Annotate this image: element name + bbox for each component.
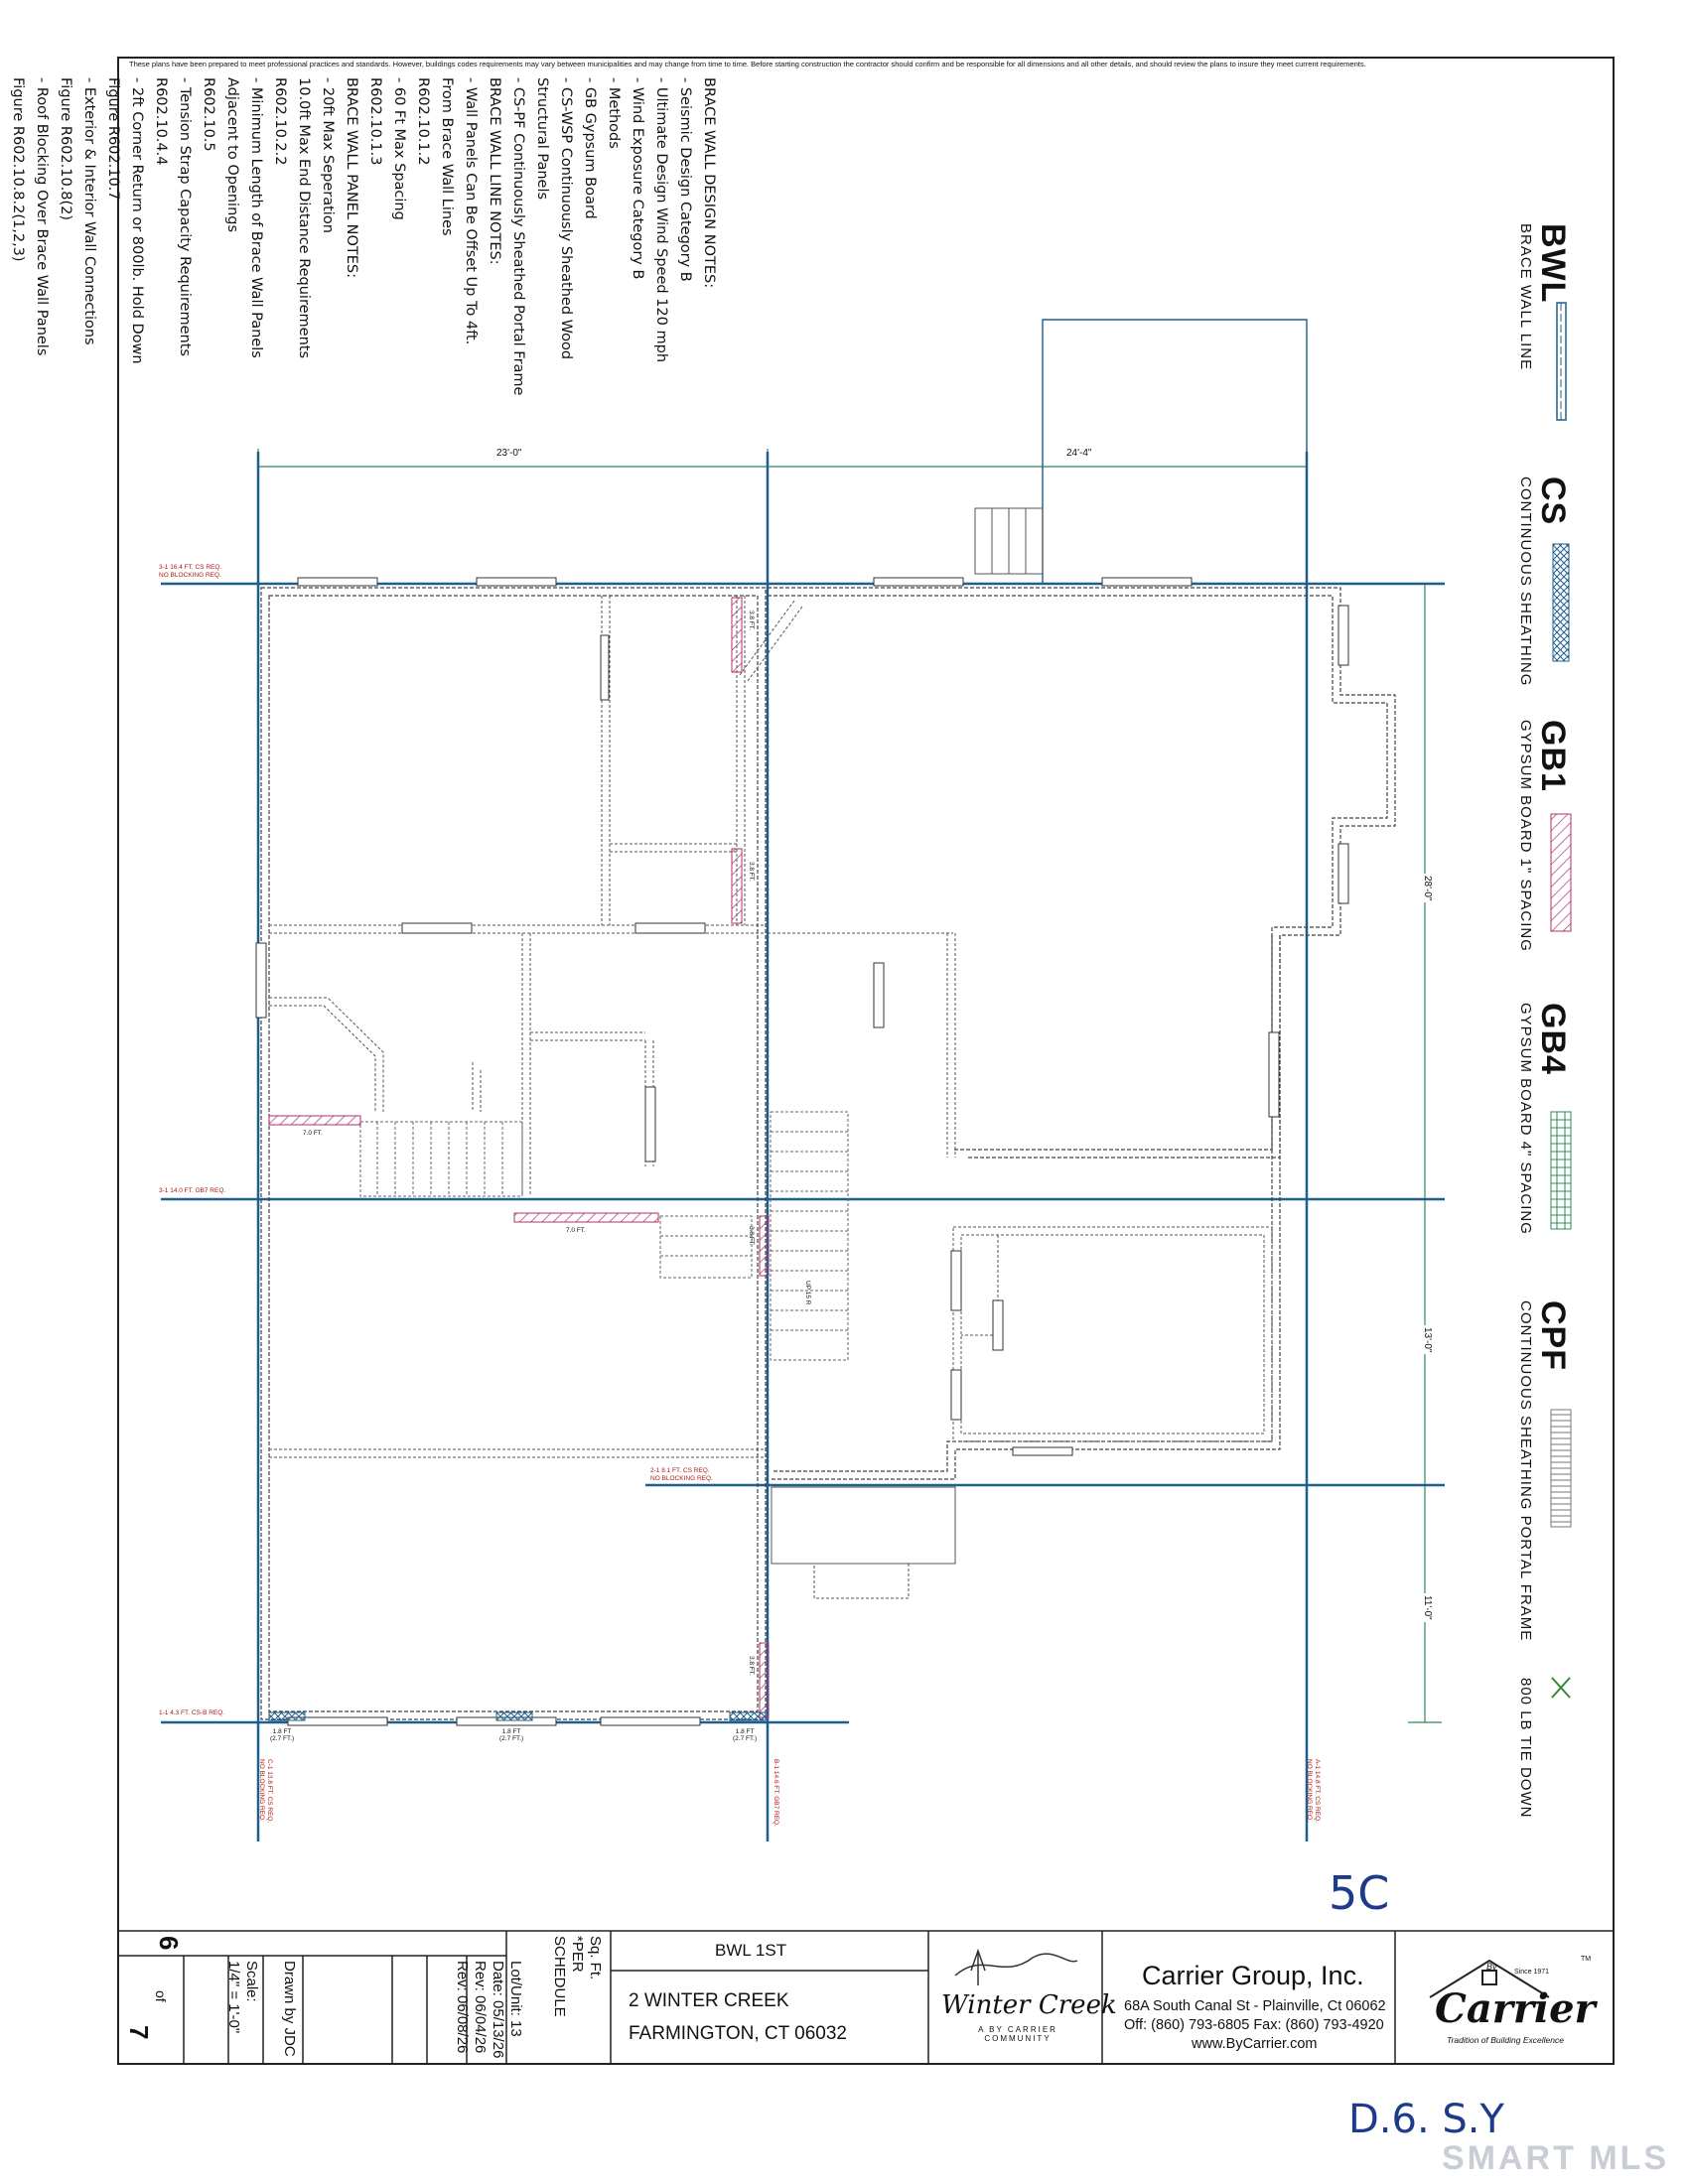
handwritten-mark-5c: 5C xyxy=(1329,1866,1390,1920)
drawn-by: Drawn by JDC xyxy=(281,1961,298,2057)
winter-creek-logo-mark xyxy=(954,1948,1078,1985)
community-logo-text: Winter Creek xyxy=(941,1990,1117,2020)
bottom-length-1-alt: (2.7 FT.) xyxy=(270,1735,295,1742)
sheet-title: BWL 1ST xyxy=(715,1941,787,1960)
legend-swatch-bwl xyxy=(1556,302,1567,421)
revision-1: Rev: 06/04/26 xyxy=(472,1961,489,2054)
dimension-top-left: 23'-0" xyxy=(494,448,524,459)
carrier-logo-tagline: Tradition of Building Excellence xyxy=(1447,2035,1564,2045)
bottom-length-3: 1.8 FT (2.7 FT.) xyxy=(733,1728,757,1742)
bwl-label-3-1-mid: 3-1 14.0 FT. GB7 REQ. xyxy=(159,1187,226,1194)
panel-length-3: 7.0 FT. xyxy=(303,1130,323,1137)
handwritten-initials: D.6. S.Y xyxy=(1348,2097,1504,2142)
company-website: www.ByCarrier.com xyxy=(1192,2036,1318,2052)
community-sub-line-1: A BY CARRIER xyxy=(978,2025,1057,2034)
legend-swatch-cs xyxy=(1552,543,1570,662)
bwl-label-3-1-top-req: 3-1 16.4 FT. CS REQ. xyxy=(159,564,222,571)
company-address: 68A South Canal St - Plainville, Ct 0606… xyxy=(1124,1998,1386,2014)
sqft-per: *PER xyxy=(569,1936,586,1973)
bwl-label-3-1-top-blocking: NO BLOCKING REQ. xyxy=(159,572,221,579)
community-sub-line-2: COMMUNITY xyxy=(984,2034,1052,2043)
sqft-label: Sq. Ft. xyxy=(587,1936,604,1980)
bwl-label-1-1: 1-1 4.3 FT. CS-B REQ. xyxy=(159,1709,225,1716)
bottom-length-1-value: 1.8 FT xyxy=(272,1728,292,1735)
disclaimer-text: These plans have been prepared to meet p… xyxy=(129,60,1366,68)
scale-value: 1/4" = 1'-0" xyxy=(225,1961,242,2034)
carrier-logo-text: Carrier xyxy=(1435,1985,1596,2032)
legend-swatch-tiedown xyxy=(1551,1677,1571,1699)
panel-length-4: 7.0 FT. xyxy=(566,1227,586,1234)
carrier-logo-by: By xyxy=(1486,1962,1497,1972)
bottom-length-3-value: 1.8 FT xyxy=(735,1728,755,1735)
carrier-logo-tm: TM xyxy=(1581,1956,1592,1963)
bottom-length-1: 1.8 FT (2.7 FT.) xyxy=(270,1728,294,1742)
drawing-sheet-border xyxy=(117,57,1615,2065)
sheet-number: 6 xyxy=(154,1936,184,1951)
bwl-label-3-1-top: 3-1 16.4 FT. CS REQ. NO BLOCKING REQ. xyxy=(159,564,221,580)
carrier-logo-since: Since 1971 xyxy=(1514,1969,1550,1976)
sqft-schedule: SCHEDULE xyxy=(551,1936,568,2017)
stairs-main xyxy=(659,1111,849,1361)
deck-steps xyxy=(974,507,1044,575)
scale-label: Scale: xyxy=(243,1961,260,2002)
company-name: Carrier Group, Inc. xyxy=(1142,1961,1364,1990)
window-markers xyxy=(255,577,1349,1726)
stairs-left xyxy=(359,1121,523,1197)
front-porch xyxy=(771,1486,956,1599)
angled-wall xyxy=(739,600,803,682)
braced-wall-panels xyxy=(268,597,770,1721)
drawing-date: Date: 05/13/26 xyxy=(490,1961,506,2059)
address-line-2: FARMINGTON, CT 06032 xyxy=(629,2023,847,2044)
carrier-roof-logo xyxy=(1429,1959,1550,1998)
bwl-label-2-1-req: 2-1 8.1 FT. CS REQ. xyxy=(650,1467,710,1474)
bwl-label-2-1: 2-1 8.1 FT. CS REQ. NO BLOCKING REQ. xyxy=(650,1467,713,1483)
bwl-label-2-1-blocking: NO BLOCKING REQ. xyxy=(650,1475,713,1482)
revision-2: Rev: 06/08/26 xyxy=(454,1961,471,2054)
lot-unit: Lot/Unit: 13 xyxy=(507,1961,524,2037)
legend-swatch-gb4 xyxy=(1550,1111,1572,1230)
sheet-total: 7 xyxy=(124,2025,154,2040)
legend-swatch-cpf xyxy=(1550,1409,1572,1528)
smart-mls-watermark: SMART MLS xyxy=(1442,2139,1670,2177)
sheet-of: of xyxy=(153,1990,169,2002)
rear-deck xyxy=(1042,319,1308,584)
bottom-length-2: 1.8 FT (2.7 FT.) xyxy=(499,1728,523,1742)
address-line-1: 2 WINTER CREEK xyxy=(629,1990,789,2011)
community-sub: A BY CARRIER COMMUNITY xyxy=(978,2025,1057,2043)
dimension-top-right: 24'-4" xyxy=(1064,448,1094,459)
bottom-length-3-alt: (2.7 FT.) xyxy=(733,1735,758,1742)
bottom-length-2-alt: (2.7 FT.) xyxy=(499,1735,524,1742)
company-phone: Off: (860) 793-6805 Fax: (860) 793-4920 xyxy=(1124,2017,1384,2033)
bottom-length-2-value: 1.8 FT xyxy=(501,1728,521,1735)
legend-swatch-gb1 xyxy=(1550,813,1572,932)
